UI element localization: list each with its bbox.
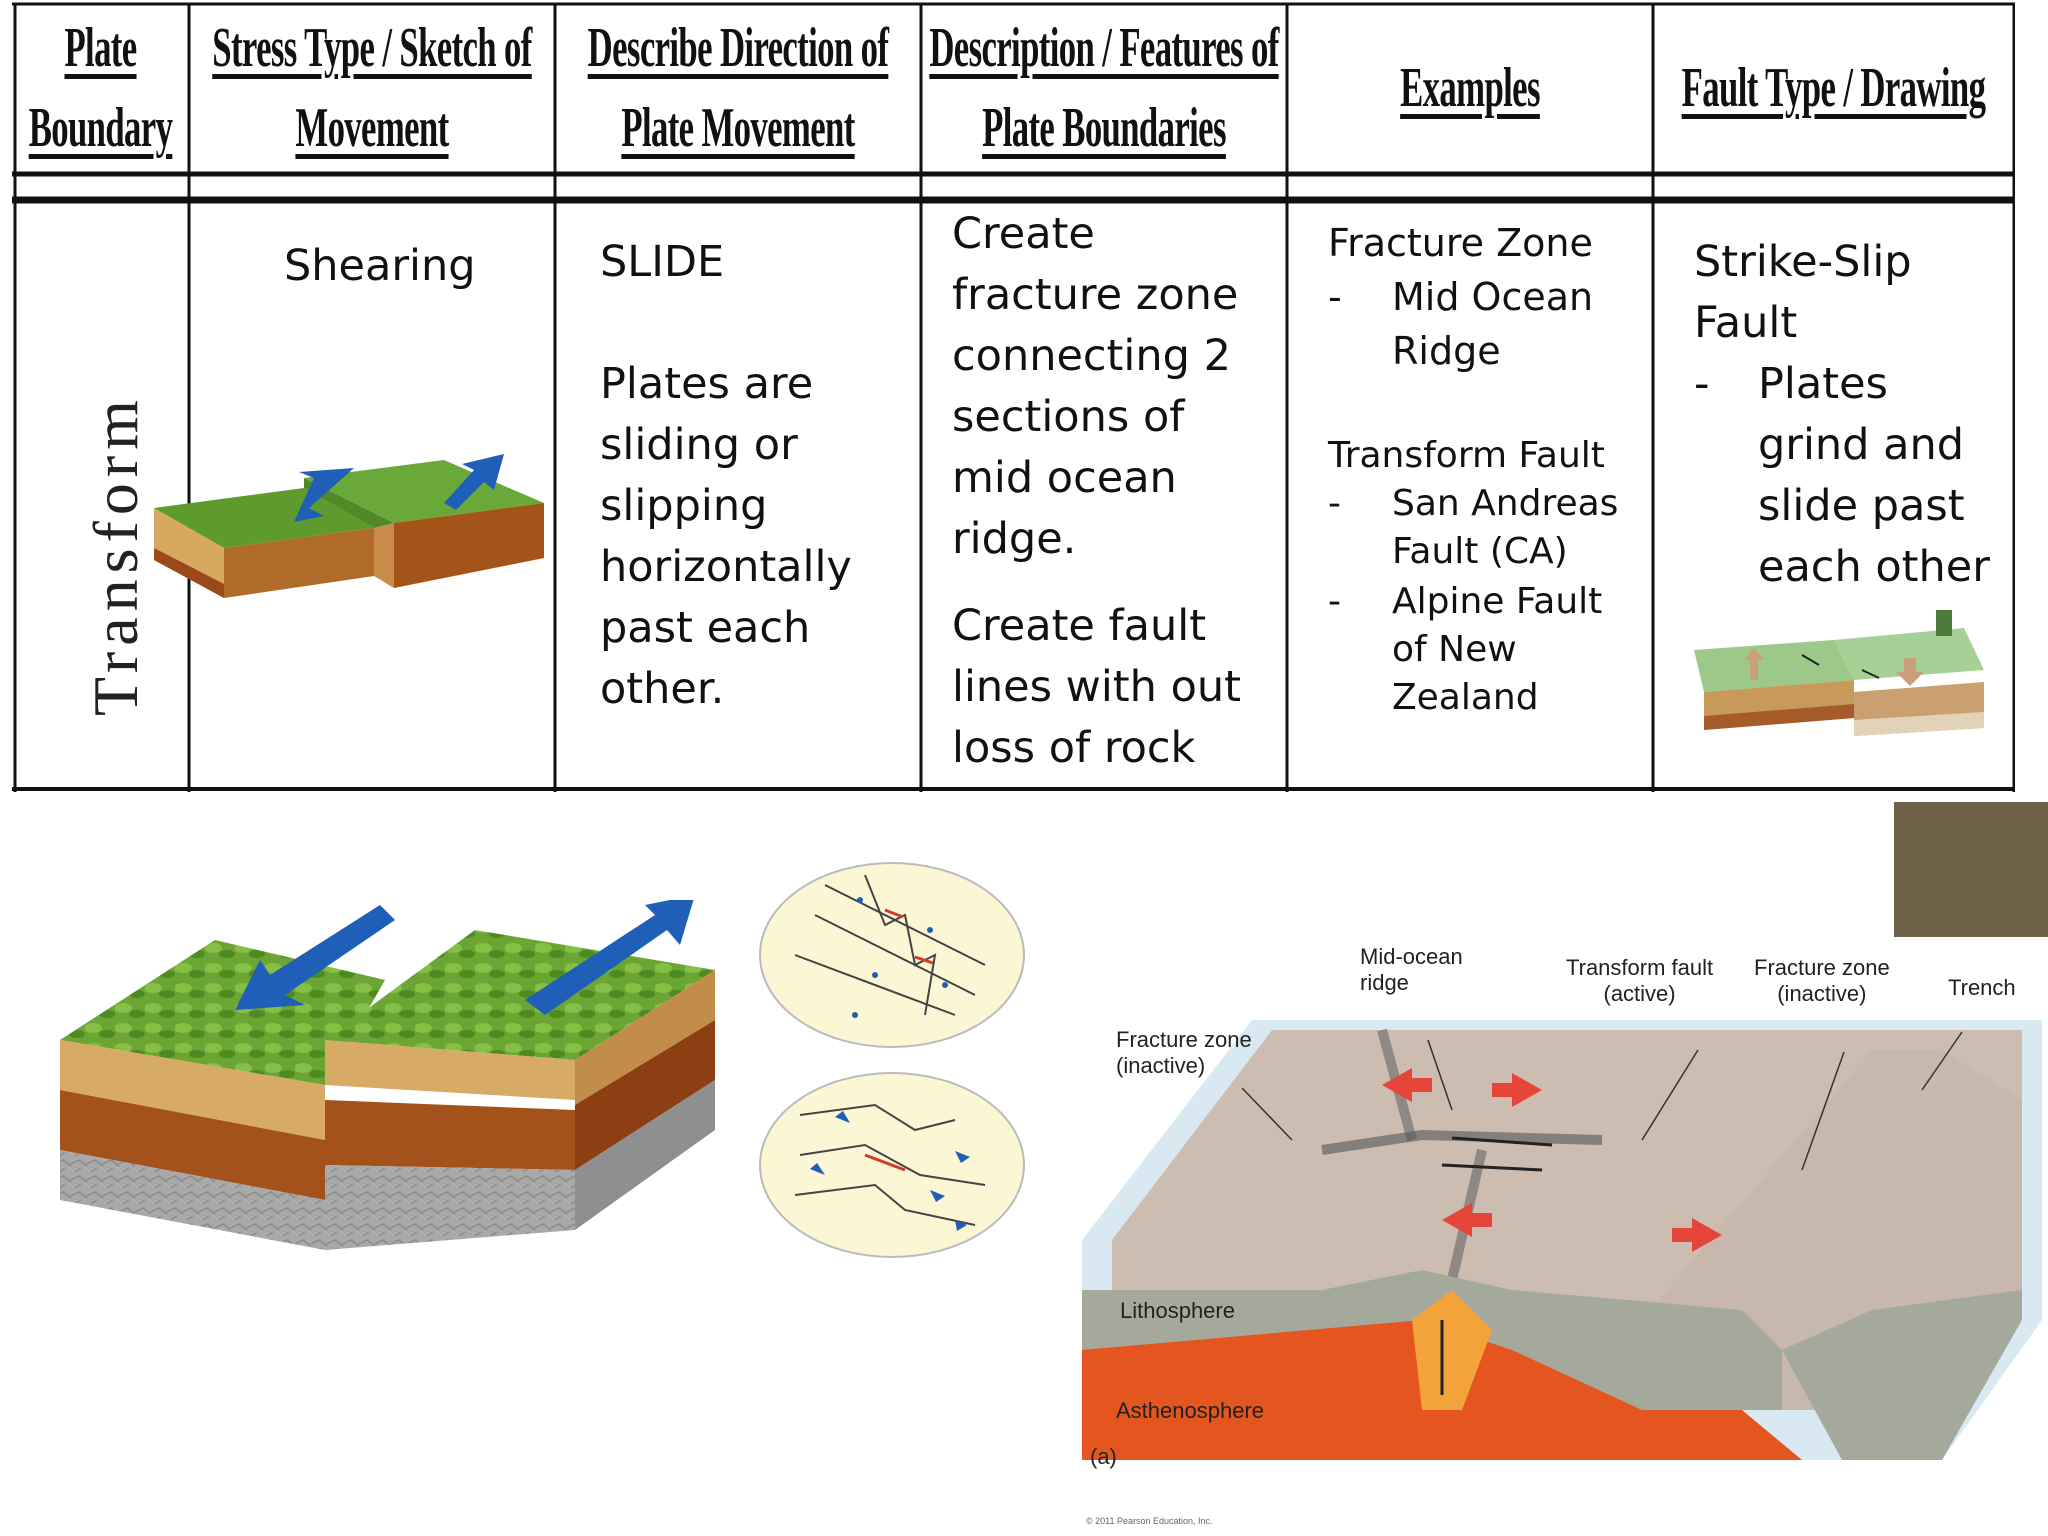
label-line: (active) (1603, 981, 1676, 1006)
label-fracture-zone-left: Fracture zone (inactive) (1116, 1027, 1252, 1079)
fault-line: grind and (1758, 420, 1965, 470)
header-line: Examples (1400, 57, 1540, 119)
dash: - (1694, 359, 1710, 409)
header-line: Description / Features of (929, 17, 1279, 79)
description-line: connecting 2 (952, 331, 1231, 381)
fault-title: Fault (1694, 298, 1798, 348)
header-line: Describe Direction of (587, 17, 889, 79)
header-line: Boundary (28, 97, 173, 159)
label-fracture-zone-right: Fracture zone (inactive) (1754, 955, 1890, 1007)
label-line: Fracture zone (1754, 955, 1890, 980)
label-transform-fault: Transform fault (active) (1566, 955, 1713, 1007)
description-line: fracture zone (952, 270, 1239, 320)
dash: - (1328, 581, 1341, 622)
label-line: Transform fault (1566, 955, 1714, 980)
header-description: Description / Features of Plate Boundari… (929, 8, 1279, 168)
description-line: loss of rock (952, 723, 1196, 773)
stress-type-text: Shearing (284, 241, 476, 291)
small-shear-sketch (154, 454, 544, 598)
table-grid (12, 2, 2015, 792)
boundary-table: Plate Boundary Stress Type / Sketch of M… (12, 0, 2015, 792)
direction-line: slipping (600, 481, 768, 531)
header-direction: Describe Direction of Plate Movement (588, 8, 889, 168)
direction-cell: SLIDE Plates are sliding or slipping hor… (600, 232, 852, 720)
header-stress-type: Stress Type / Sketch of Movement (212, 8, 532, 168)
header-line: Plate Movement (621, 97, 855, 159)
examples-item-1: - Mid Ocean Ridge (1328, 270, 1593, 378)
label-asthenosphere: Asthenosphere (1116, 1398, 1264, 1423)
boundary-type-label: Transform (80, 394, 151, 716)
direction-line: sliding or (600, 420, 798, 470)
header-line: Stress Type / Sketch of (212, 17, 532, 79)
label-trench: Trench (1948, 975, 2016, 1000)
copyright-text: © 2011 Pearson Education, Inc. (1086, 1516, 1213, 1526)
header-line: Fault Type / Drawing (1681, 57, 1986, 119)
example-line: Alpine Fault (1392, 581, 1603, 622)
label-line: (inactive) (1777, 981, 1867, 1006)
examples-item-3: - Alpine Fault of New Zealand (1328, 578, 1602, 722)
decorative-box (1894, 802, 2048, 937)
direction-line: other. (600, 664, 725, 714)
header-plate-boundary: Plate Boundary (29, 8, 173, 168)
header-line: Plate (64, 17, 137, 79)
example-line: Fault (CA) (1392, 531, 1568, 572)
label-line: ridge (1360, 970, 1409, 995)
fault-title: Strike-Slip (1694, 237, 1912, 287)
examples-heading-2: Transform Fault (1328, 435, 1605, 476)
description-line: ridge. (952, 514, 1077, 564)
large-shear-blocks (60, 900, 715, 1250)
examples-heading-1: Fracture Zone (1328, 221, 1593, 265)
label-line: Mid-ocean (1360, 944, 1463, 969)
plate-map-insets (759, 862, 1025, 1258)
example-line: Ridge (1392, 329, 1501, 373)
fault-line: each other (1758, 542, 1990, 592)
label-mid-ocean-ridge: Mid-ocean ridge (1360, 944, 1463, 996)
label-line: (inactive) (1116, 1053, 1206, 1078)
label-lithosphere: Lithosphere (1120, 1298, 1235, 1323)
description-line: sections of (952, 392, 1185, 442)
direction-title: SLIDE (600, 237, 725, 287)
fault-type-cell: Strike-Slip Fault -Plates grind and slid… (1694, 232, 1990, 598)
strike-slip-sketch (1694, 610, 1984, 736)
header-fault-type: Fault Type / Drawing (1682, 8, 1986, 168)
examples-item-2: - San Andreas Fault (CA) (1328, 480, 1618, 576)
description-line: lines with out (952, 662, 1241, 712)
example-line: of New (1392, 629, 1517, 670)
header-examples: Examples (1357, 8, 1584, 168)
example-line: Zealand (1392, 677, 1539, 718)
label-panel-a: (a) (1090, 1444, 1117, 1469)
dash: - (1328, 483, 1341, 524)
dash: - (1328, 275, 1342, 319)
example-line: Mid Ocean (1392, 275, 1594, 319)
description-line: Create fault (952, 601, 1207, 651)
example-line: San Andreas (1392, 483, 1619, 524)
header-line: Plate Boundaries (982, 97, 1226, 159)
header-line: Movement (295, 97, 449, 159)
direction-line: Plates are (600, 359, 814, 409)
fault-line: Plates (1758, 359, 1888, 409)
transform-fault-diagram (1082, 1020, 2042, 1460)
fault-line: slide past (1758, 481, 1965, 531)
description-line: Create (952, 209, 1095, 259)
direction-line: horizontally (600, 542, 852, 592)
description-line: mid ocean (952, 453, 1177, 503)
direction-line: past each (600, 603, 811, 653)
label-line: Fracture zone (1116, 1027, 1252, 1052)
description-cell: Create fracture zone connecting 2 sectio… (952, 204, 1241, 779)
